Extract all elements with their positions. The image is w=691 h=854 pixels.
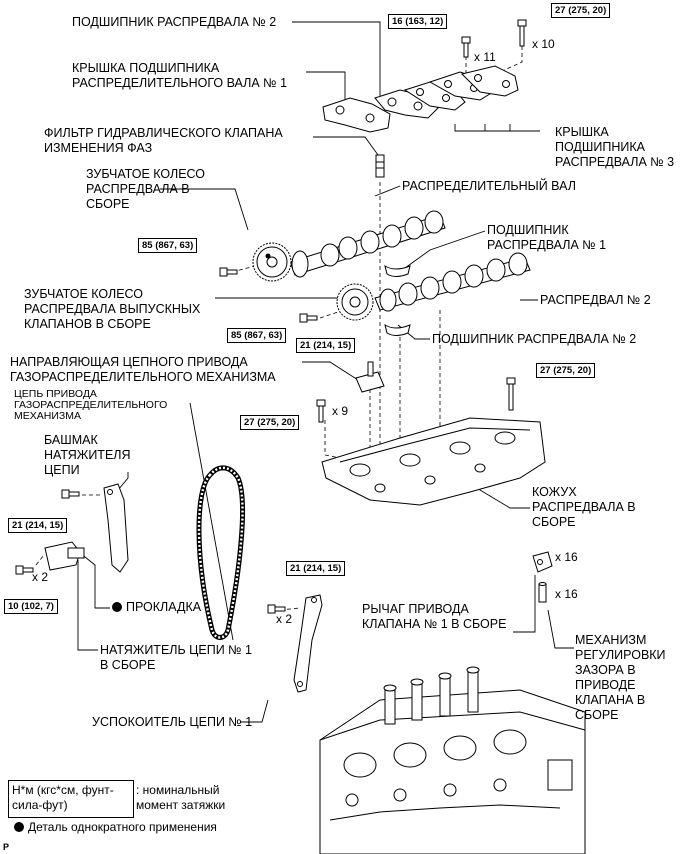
bolt-21-damper [267,604,286,614]
torque-10: 10 (102, 7) [4,599,58,614]
engine-block [319,666,586,854]
label-chain-guide: НАПРАВЛЯЮЩАЯ ЦЕПНОГО ПРИВОДА ГАЗОРАСПРЕД… [10,355,276,384]
torque-21-damper: 21 (214, 15) [286,561,346,576]
rocker-arm [532,551,553,573]
label-vvt-filter: ФИЛЬТР ГИДРАВЛИЧЕСКОГО КЛАПАНА ИЗМЕНЕНИЯ… [44,126,283,155]
camshaft-2 [374,252,531,312]
bolt-10 [15,565,34,575]
legend-unit-text: Н*м (кгс*см, фунт- сила-фут) [12,783,114,812]
bolt-16 [461,36,471,58]
bolt-27-right [506,377,516,411]
label-camshaft-2: РАСПРЕДВАЛ № 2 [540,293,651,307]
bolt-21-tensioner [61,489,80,499]
label-cam-bearing-cap-1: КРЫШКА ПОДШИПНИКА РАСПРЕДЕЛИТЕЛЬНОГО ВАЛ… [72,61,288,90]
mult-x2-damper: x 2 [276,612,293,626]
torque-16-163-12: 16 (163, 12) [388,14,448,29]
chain-tensioner [44,541,85,571]
mult-x2-tensioner: x 2 [32,570,49,584]
mult-x16-lash: x 16 [555,587,578,601]
page-code: P [3,842,10,852]
bearing-halves [384,264,411,336]
single-use-dot-icon [14,822,24,832]
mult-x9: x 9 [332,404,349,418]
label-cam-bearing-2-top: ПОДШИПНИК РАСПРЕДВАЛА № 2 [72,15,277,29]
tensioner-slipper [103,483,129,573]
mult-x16-rocker: x 16 [555,550,578,564]
label-cam-housing: КОЖУХ РАСПРЕДВАЛА В СБОРЕ [532,485,636,529]
bolt-85-a [219,267,238,277]
legend-single-use-text: Деталь однократного применения [28,820,217,834]
bolt-85-b [299,313,318,323]
torque-21-guide: 21 (214, 15) [296,338,356,353]
label-cam-bearing-2-mid: ПОДШИПНИК РАСПРЕДВАЛА № 2 [432,332,637,346]
torque-21-tensioner: 21 (214, 15) [8,518,68,533]
label-gasket: ПРОКЛАДКА [112,600,201,615]
label-cam-bearing-cap-3: КРЫШКА ПОДШИПНИКА РАСПРЕДВАЛА № 3 [555,125,675,169]
legend-single-use: Деталь однократного применения [14,820,217,834]
legend-unit-box: Н*м (кгс*см, фунт- сила-фут) [8,780,134,818]
timing-chain [196,465,246,640]
camshaft-1 [289,210,446,278]
torque-27-right: 27 (275, 20) [536,363,596,378]
single-use-dot-icon [112,602,122,612]
torque-85-b: 85 (867, 63) [227,328,287,343]
cam-housing [321,417,546,506]
legend-unit-description: : номинальный момент затяжки [136,783,226,812]
label-lash-adjuster: МЕХАНИЗМ РЕГУЛИРОВКИ ЗАЗОРА В ПРИВОДЕ КЛ… [575,633,666,722]
label-cam-timing-gear: ЗУБЧАТОЕ КОЛЕСО РАСПРЕДВАЛА В СБОРЕ [86,167,206,211]
vvt-filter [375,154,385,178]
bolt-27-top [517,19,527,47]
mult-x10: x 10 [532,37,555,51]
torque-27-left: 27 (275, 20) [240,415,300,430]
label-timing-chain: ЦЕПЬ ПРИВОДА ГАЗОРАСПРЕДЕЛИТЕЛЬНОГО МЕХА… [14,388,168,422]
chain-damper [293,594,323,693]
bearing-caps [322,65,519,133]
cam-timing-gear [252,242,292,282]
chain-guide [355,361,385,393]
leader-lines [77,21,574,723]
label-camshaft: РАСПРЕДЕЛИТЕЛЬНЫЙ ВАЛ [402,179,576,193]
mult-x11: x 11 [474,50,496,64]
label-chain-damper: УСПОКОИТЕЛЬ ЦЕПИ № 1 [92,715,253,729]
gasket-text: ПРОКЛАДКА [126,600,202,614]
label-chain-tensioner: НАТЯЖИТЕЛЬ ЦЕПИ № 1 В СБОРЕ [100,643,253,672]
label-rocker-arm: РЫЧАГ ПРИВОДА КЛАПАНА № 1 В СБОРЕ [362,602,507,631]
bolt-27-left [316,399,326,423]
lash-adjuster [538,582,547,603]
torque-85-a: 85 (867, 63) [138,238,198,253]
label-exhaust-cam-gear: ЗУБЧАТОЕ КОЛЕСО РАСПРЕДВАЛА ВЫПУСКНЫХ КЛ… [24,287,201,331]
label-cam-bearing-1: ПОДШИПНИК РАСПРЕДВАЛА № 1 [487,223,607,252]
torque-27-top: 27 (275, 20) [551,3,611,18]
label-tensioner-slipper: БАШМАК НАТЯЖИТЕЛЯ ЦЕПИ [44,433,131,477]
exhaust-cam-gear [336,283,374,321]
